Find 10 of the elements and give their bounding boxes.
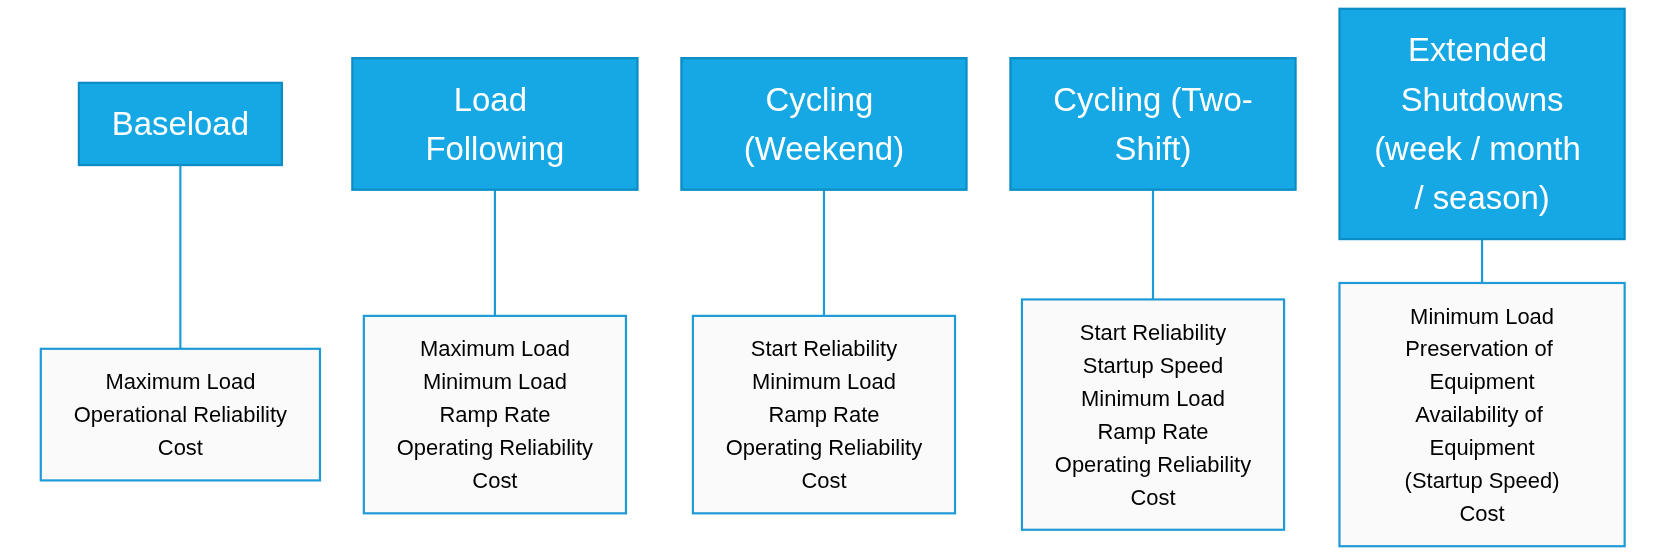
node-box: Cycling (Two-Shift) — [1009, 57, 1297, 191]
node-box: Start Reliability Startup Speed Minimum Load Ramp Rate Operating Reliability Cost — [1020, 298, 1285, 531]
node-box: Baseload — [77, 81, 283, 167]
node-box: Start Reliability Minimum Load Ramp Rate Operating Reliability Cost — [691, 314, 956, 515]
node-box: Minimum Load Preservation of Equipment Availability of Equipment (Startup Speed) Cost — [1338, 281, 1626, 548]
node-box: Load Following — [351, 57, 639, 191]
node-box: Maximum Load Operational Reliability Cost — [39, 347, 321, 482]
node-box: Maximum Load Minimum Load Ramp Rate Operating Reliability Cost — [362, 314, 627, 515]
node-box: Extended Shutdowns (week / month / season) — [1338, 7, 1626, 241]
node-box: Cycling (Weekend) — [680, 57, 968, 191]
